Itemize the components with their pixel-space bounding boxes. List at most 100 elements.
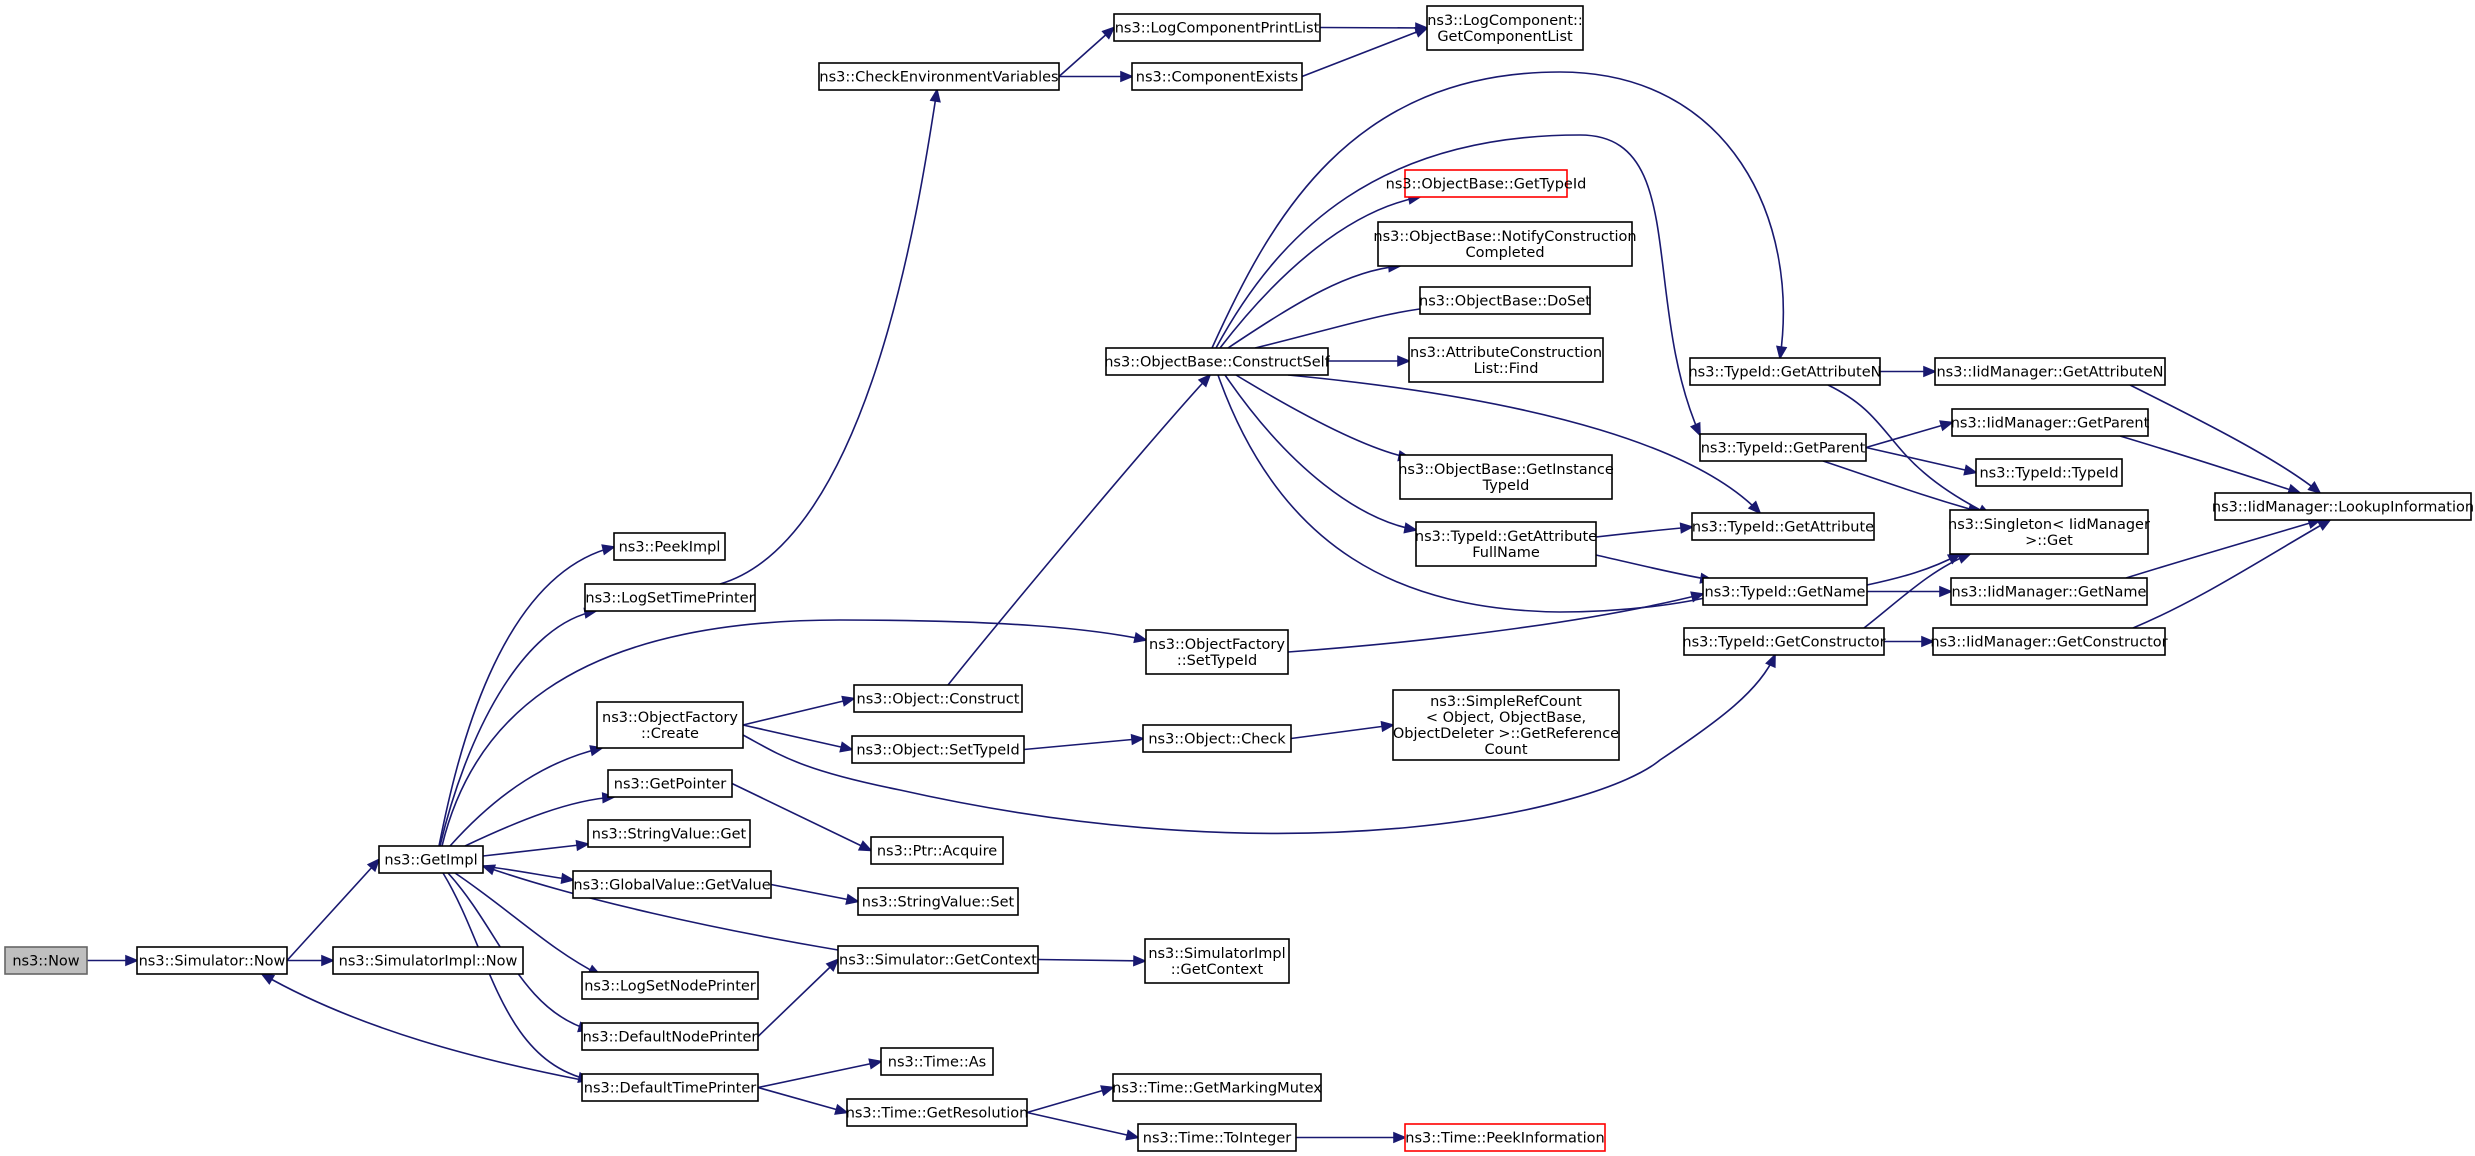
- node-timegetres[interactable]: ns3::Time::GetResolution: [846, 1098, 1029, 1127]
- node-ptracquire[interactable]: ns3::Ptr::Acquire: [870, 836, 1004, 865]
- node-tidgetattr[interactable]: ns3::TypeId::GetAttribute: [1691, 512, 1875, 541]
- node-strvalset[interactable]: ns3::StringValue::Set: [857, 887, 1019, 916]
- edge-objsettypeid-to-objcheck: [1023, 733, 1146, 751]
- edge-obcs-to-obgetinst: [1235, 374, 1413, 462]
- node-ofcreate[interactable]: ns3::ObjectFactory::Create: [596, 701, 744, 749]
- node-iidlookup[interactable]: ns3::IidManager::LookupInformation: [2212, 492, 2474, 521]
- node-obnotify[interactable]: ns3::ObjectBase::NotifyConstructionCompl…: [1373, 221, 1637, 267]
- node-peekimpl[interactable]: ns3::PeekImpl: [613, 532, 726, 561]
- edge-line: [1865, 446, 1977, 474]
- node-label: ns3::Simulator::GetContext: [839, 953, 1037, 969]
- node-objconstruct[interactable]: ns3::Object::Construct: [853, 684, 1023, 713]
- node-getpointer[interactable]: ns3::GetPointer: [607, 769, 733, 798]
- arrowhead-icon: [1133, 955, 1148, 967]
- node-obdoset[interactable]: ns3::ObjectBase::DoSet: [1419, 286, 1591, 315]
- edge-logsettime-to-checkenv: [719, 87, 941, 585]
- node-objsettypeid[interactable]: ns3::Object::SetTypeId: [851, 735, 1025, 764]
- node-box: [837, 945, 1039, 974]
- node-timetoint[interactable]: ns3::Time::ToInteger: [1137, 1123, 1297, 1152]
- node-deftime[interactable]: ns3::DefaultTimePrinter: [581, 1073, 759, 1102]
- node-box: [587, 819, 751, 848]
- node-checkenv[interactable]: ns3::CheckEnvironmentVariables: [818, 62, 1060, 91]
- edge-line: [1863, 553, 1971, 629]
- node-logsetnode[interactable]: ns3::LogSetNodePrinter: [581, 971, 759, 1000]
- edge-line: [441, 619, 1147, 847]
- edge-objcheck-to-srcget: [1290, 720, 1396, 740]
- node-label: ns3::TypeId::GetAttribute: [1415, 529, 1597, 545]
- node-timeas[interactable]: ns3::Time::As: [880, 1047, 994, 1076]
- node-obcs[interactable]: ns3::ObjectBase::ConstructSelf: [1104, 347, 1331, 376]
- edge-getimpl-to-peekimpl: [438, 544, 617, 847]
- node-box: [851, 735, 1025, 764]
- node-label: ns3::ObjectFactory: [602, 710, 738, 726]
- node-label: TypeId: [1482, 478, 1530, 494]
- node-label: ns3::TypeId::GetAttributeN: [1688, 365, 1881, 381]
- arrowhead-icon: [125, 954, 140, 967]
- node-compexists[interactable]: ns3::ComponentExists: [1131, 62, 1303, 91]
- edge-line: [1235, 374, 1411, 459]
- edge-line: [261, 973, 583, 1081]
- node-tidgetparent[interactable]: ns3::TypeId::GetParent: [1699, 433, 1867, 462]
- arrowhead-icon: [560, 872, 576, 884]
- node-logsettime[interactable]: ns3::LogSetTimePrinter: [584, 583, 756, 612]
- node-tidgetctor[interactable]: ns3::TypeId::GetConstructor: [1682, 627, 1886, 656]
- edge-deftime-to-simnow: [260, 972, 583, 1081]
- node-box: [1951, 408, 2149, 437]
- node-label: < Object, ObjectBase,: [1426, 710, 1586, 726]
- edge-defnode-to-simgetctx: [757, 958, 840, 1038]
- arrowhead-icon: [1939, 420, 1955, 432]
- edge-iidgetctor-to-iidlookup: [2132, 518, 2332, 629]
- node-tidtypeid[interactable]: ns3::TypeId::TypeId: [1975, 458, 2123, 487]
- node-label: ns3::SimulatorImpl: [1148, 946, 1285, 962]
- node-tidgetattrn[interactable]: ns3::TypeId::GetAttributeN: [1688, 357, 1882, 386]
- node-iidgetattrn[interactable]: ns3::IidManager::GetAttributeN: [1934, 357, 2166, 386]
- node-obgettypeid[interactable]: ns3::ObjectBase::GetTypeId: [1386, 169, 1587, 198]
- node-tidgetname[interactable]: ns3::TypeId::GetName: [1702, 577, 1868, 606]
- node-getimpl[interactable]: ns3::GetImpl: [378, 845, 484, 874]
- node-label: ns3::GetPointer: [614, 777, 727, 793]
- node-objcheck[interactable]: ns3::Object::Check: [1142, 724, 1292, 753]
- node-timepeekinfo[interactable]: ns3::Time::PeekInformation: [1404, 1123, 1606, 1152]
- node-label: ns3::LogSetTimePrinter: [585, 591, 754, 607]
- node-label: ns3::TypeId::GetConstructor: [1682, 635, 1885, 651]
- arrowhead-icon: [481, 864, 497, 876]
- arrowhead-icon: [1679, 522, 1695, 534]
- edge-line: [947, 374, 1211, 686]
- node-label: FullName: [1472, 545, 1540, 561]
- node-simimplgetctx[interactable]: ns3::SimulatorImpl::GetContext: [1144, 938, 1290, 984]
- edge-timegetres-to-timemarking: [1026, 1085, 1116, 1114]
- node-ofsettypeid[interactable]: ns3::ObjectFactory::SetTypeId: [1145, 629, 1289, 675]
- node-iidgetname[interactable]: ns3::IidManager::GetName: [1950, 577, 2148, 606]
- node-label: ns3::PeekImpl: [619, 540, 721, 556]
- edge-iidgetattrn-to-iidlookup: [2129, 384, 2322, 495]
- node-simimplnow[interactable]: ns3::SimulatorImpl::Now: [332, 946, 524, 975]
- node-defnode[interactable]: ns3::DefaultNodePrinter: [581, 1022, 759, 1051]
- edge-line: [449, 747, 603, 847]
- edge-line: [2129, 384, 2321, 494]
- edge-obcs-to-obnotify: [1227, 261, 1403, 349]
- node-label: ns3::StringValue::Get: [592, 827, 747, 843]
- node-srcget[interactable]: ns3::SimpleRefCount< Object, ObjectBase,…: [1392, 689, 1620, 761]
- node-box: [4, 946, 88, 975]
- node-gvgetvalue[interactable]: ns3::GlobalValue::GetValue: [572, 870, 772, 899]
- node-timemarking[interactable]: ns3::Time::GetMarkingMutex: [1112, 1073, 1322, 1102]
- node-simgetctx[interactable]: ns3::Simulator::GetContext: [837, 945, 1039, 974]
- node-logcompprint[interactable]: ns3::LogComponentPrintList: [1113, 13, 1321, 42]
- node-iidgetparent[interactable]: ns3::IidManager::GetParent: [1951, 408, 2150, 437]
- node-label: ns3::ObjectFactory: [1149, 637, 1285, 653]
- node-box: [1404, 1123, 1606, 1152]
- node-label: ns3::IidManager::LookupInformation: [2212, 500, 2474, 516]
- node-now: ns3::Now: [4, 946, 88, 975]
- edge-ofsettypeid-to-tidgetname: [1287, 591, 1706, 653]
- node-logcompget[interactable]: ns3::LogComponent::GetComponentList: [1426, 5, 1584, 51]
- node-singleton[interactable]: ns3::Singleton< IidManager >::Get: [1948, 509, 2150, 555]
- node-box: [1699, 433, 1867, 462]
- node-iidgetctor[interactable]: ns3::IidManager::GetConstructor: [1930, 627, 2168, 656]
- node-simnow[interactable]: ns3::Simulator::Now: [136, 946, 288, 975]
- node-box: [1404, 169, 1568, 198]
- node-strvalget[interactable]: ns3::StringValue::Get: [587, 819, 751, 848]
- node-box: [818, 62, 1060, 91]
